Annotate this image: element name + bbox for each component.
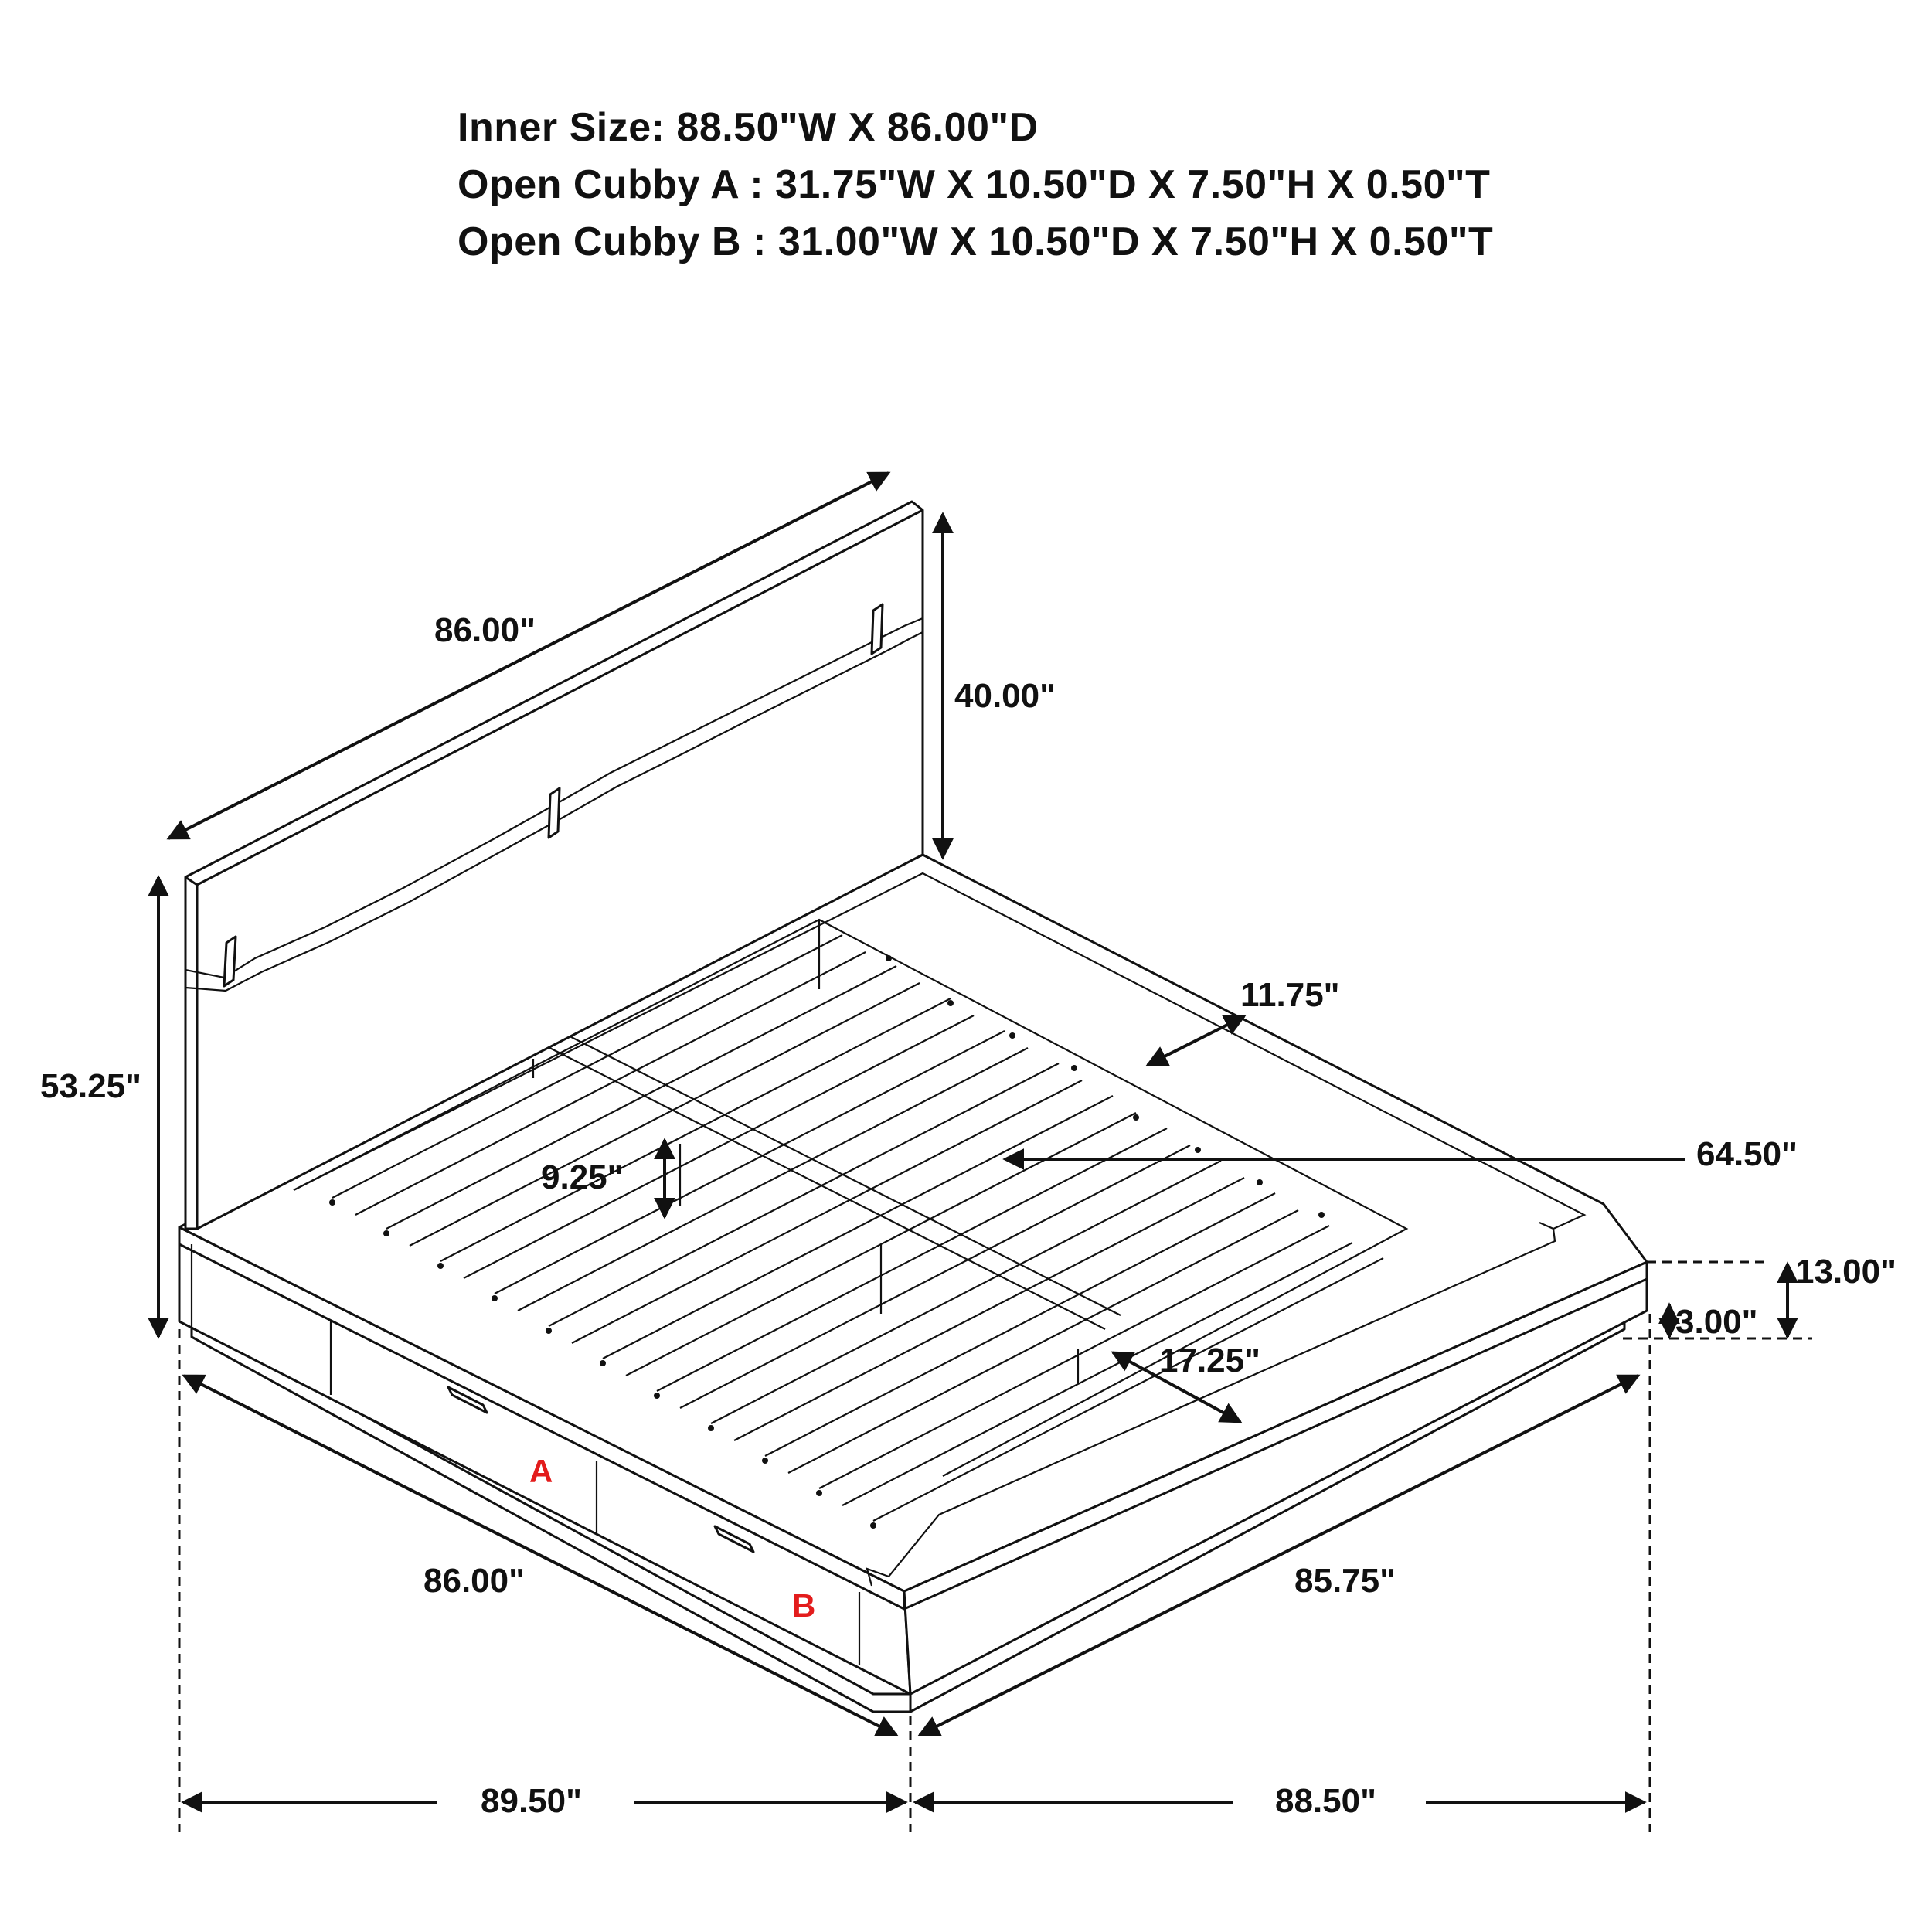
cubby-a-spec: Open Cubby A : 31.75"W X 10.50"D X 7.50"…	[457, 162, 1491, 207]
label-left-length: 86.00"	[423, 1562, 525, 1600]
inner-size-spec: Inner Size: 88.50"W X 86.00"D	[457, 105, 1039, 150]
label-headboard-height: 40.00"	[954, 677, 1056, 715]
label-overall-left: 89.50"	[481, 1782, 582, 1820]
label-base-height: 13.00"	[1795, 1253, 1896, 1291]
label-footboard-depth: 17.25"	[1159, 1342, 1260, 1379]
label-inner-width: 64.50"	[1696, 1135, 1798, 1173]
label-slat-spacing: 9.25"	[541, 1158, 624, 1196]
label-side-width: 11.75"	[1240, 976, 1340, 1014]
label-overall-height: 53.25"	[40, 1067, 141, 1105]
label-cubby-b: B	[792, 1587, 815, 1624]
label-plinth-height: 3.00"	[1675, 1303, 1758, 1341]
label-headboard-width: 86.00"	[434, 611, 536, 649]
spec-header: Inner Size: 88.50"W X 86.00"D Open Cubby…	[457, 99, 1493, 270]
cubby-b-spec: Open Cubby B : 31.00"W X 10.50"D X 7.50"…	[457, 219, 1494, 264]
dimension-labels: 86.00" 40.00" 53.25" 11.75" 64.50" 9.25"…	[40, 611, 1896, 1820]
label-cubby-a: A	[529, 1453, 553, 1489]
headboard-bracket	[870, 603, 884, 655]
label-right-length: 85.75"	[1294, 1562, 1396, 1600]
headboard-bracket	[223, 935, 237, 988]
label-overall-right: 88.50"	[1275, 1782, 1376, 1820]
dimension-lines	[148, 471, 1812, 1832]
headboard-bracket	[547, 787, 561, 839]
